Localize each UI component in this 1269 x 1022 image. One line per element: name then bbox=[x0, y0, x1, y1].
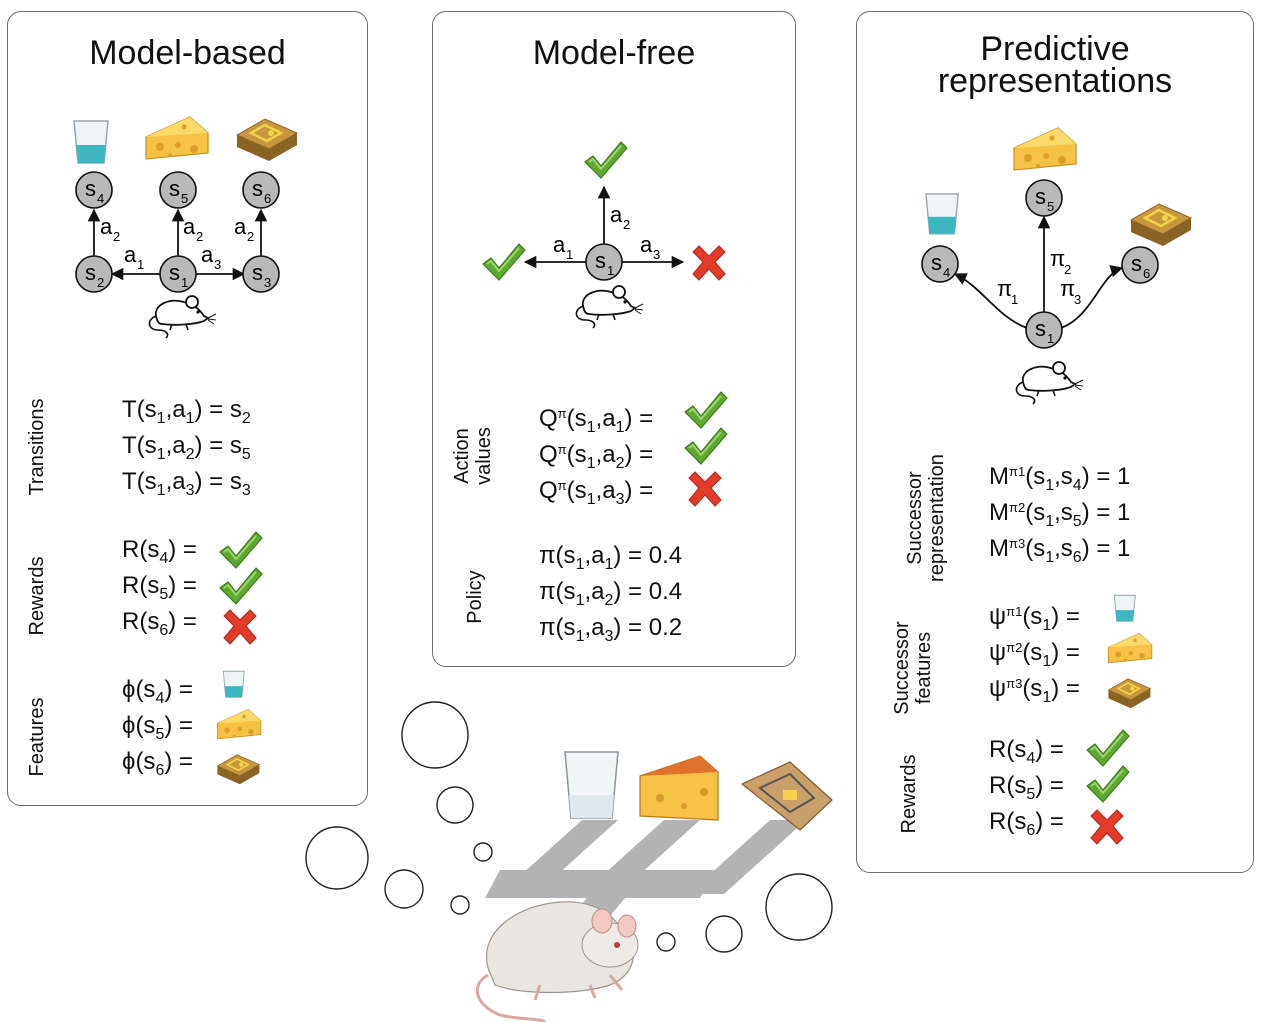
maze-mousetrap-icon bbox=[740, 761, 833, 831]
svg-text:s: s bbox=[169, 176, 180, 201]
predictive-title-line2: representations bbox=[937, 62, 1173, 100]
sf-eq-2: ψπ2(s1) = bbox=[989, 639, 1080, 670]
maze-cheese-icon bbox=[639, 755, 719, 821]
pred-reward-eq-3: R(s6) = bbox=[989, 808, 1064, 839]
policy-eq-2: π(s1,a2) = 0.4 bbox=[539, 578, 683, 609]
maze bbox=[485, 820, 806, 940]
svg-text:5: 5 bbox=[181, 191, 188, 206]
policy-eq-1: π(s1,a1) = 0.4 bbox=[539, 542, 683, 573]
svg-text:2: 2 bbox=[623, 217, 630, 232]
svg-text:3: 3 bbox=[264, 275, 271, 290]
rat-image bbox=[475, 901, 639, 1022]
reward-eq-3: R(s6) = bbox=[122, 608, 197, 639]
svg-text:s: s bbox=[85, 176, 96, 201]
transition-eq-2: T(s1,a2) = s5 bbox=[122, 432, 251, 463]
svg-text:s: s bbox=[1131, 251, 1142, 276]
q-eq-2: Qπ(s1,a2) = bbox=[539, 441, 654, 472]
svg-text:s: s bbox=[1035, 184, 1046, 209]
svg-text:a: a bbox=[124, 242, 137, 267]
svg-text:a: a bbox=[201, 242, 214, 267]
reward-eq-1: R(s4) = bbox=[122, 536, 197, 567]
svg-text:3: 3 bbox=[653, 247, 660, 262]
svg-text:1: 1 bbox=[181, 275, 188, 290]
feature-eq-1: ϕ(s4) = bbox=[122, 676, 194, 707]
svg-text:2: 2 bbox=[1064, 262, 1071, 277]
thought-bubble bbox=[305, 701, 833, 953]
model-based-title: Model-based bbox=[89, 34, 286, 72]
svg-text:4: 4 bbox=[97, 191, 104, 206]
q-eq-3: Qπ(s1,a3) = bbox=[539, 477, 654, 508]
feature-eq-2: ϕ(s5) = bbox=[122, 712, 194, 743]
q-eq-1: Qπ(s1,a1) = bbox=[539, 405, 654, 436]
predictive-title-line1: Predictive bbox=[980, 30, 1130, 68]
svg-text:1: 1 bbox=[1047, 331, 1054, 346]
reward-eq-2: R(s5) = bbox=[122, 572, 197, 603]
svg-text:3: 3 bbox=[214, 257, 221, 272]
feature-eq-3: ϕ(s6) = bbox=[122, 748, 194, 779]
svg-text:1: 1 bbox=[607, 263, 614, 278]
maze-water-glass-icon bbox=[564, 751, 619, 819]
transition-eq-3: T(s1,a3) = s3 bbox=[122, 468, 251, 499]
svg-text:s: s bbox=[595, 248, 606, 273]
svg-text:1: 1 bbox=[566, 247, 573, 262]
svg-text:π: π bbox=[997, 276, 1012, 301]
sf-eq-1: ψπ1(s1) = bbox=[989, 603, 1080, 634]
pred-reward-eq-1: R(s4) = bbox=[989, 736, 1064, 767]
svg-text:2: 2 bbox=[113, 229, 120, 244]
pred-reward-eq-2: R(s5) = bbox=[989, 772, 1064, 803]
svg-text:a: a bbox=[183, 214, 196, 239]
svg-text:s: s bbox=[931, 250, 942, 275]
svg-text:s: s bbox=[252, 260, 263, 285]
svg-text:s: s bbox=[1035, 316, 1046, 341]
svg-text:a: a bbox=[610, 202, 623, 227]
svg-text:2: 2 bbox=[97, 275, 104, 290]
svg-text:2: 2 bbox=[247, 229, 254, 244]
svg-text:1: 1 bbox=[1011, 292, 1018, 307]
svg-text:a: a bbox=[234, 214, 247, 239]
sr-eq-1: Mπ1(s1,s4) = 1 bbox=[989, 463, 1131, 494]
model-free-title: Model-free bbox=[532, 34, 696, 72]
svg-text:s: s bbox=[85, 260, 96, 285]
svg-text:4: 4 bbox=[943, 265, 950, 280]
svg-text:2: 2 bbox=[196, 229, 203, 244]
policy-eq-3: π(s1,a3) = 0.2 bbox=[539, 614, 683, 645]
svg-text:a: a bbox=[640, 232, 653, 257]
sr-eq-3: Mπ3(s1,s6) = 1 bbox=[989, 535, 1131, 566]
svg-text:6: 6 bbox=[1143, 266, 1150, 281]
svg-text:6: 6 bbox=[264, 191, 271, 206]
svg-text:1: 1 bbox=[137, 257, 144, 272]
svg-text:π: π bbox=[1060, 276, 1075, 301]
svg-text:5: 5 bbox=[1047, 199, 1054, 214]
sr-eq-2: Mπ2(s1,s5) = 1 bbox=[989, 499, 1131, 530]
svg-text:a: a bbox=[100, 214, 113, 239]
sf-eq-3: ψπ3(s1) = bbox=[989, 675, 1080, 706]
transition-eq-1: T(s1,a1) = s2 bbox=[122, 396, 251, 427]
svg-text:π: π bbox=[1050, 246, 1065, 271]
svg-text:s: s bbox=[252, 176, 263, 201]
svg-text:3: 3 bbox=[1074, 292, 1081, 307]
svg-text:a: a bbox=[553, 232, 566, 257]
svg-text:s: s bbox=[169, 260, 180, 285]
